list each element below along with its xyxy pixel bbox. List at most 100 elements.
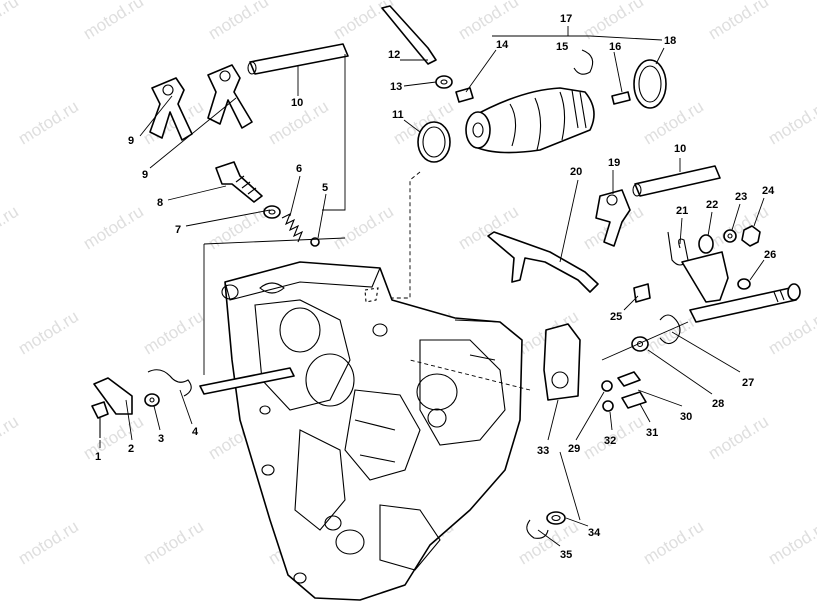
washer-23 <box>723 229 737 243</box>
watermark-text: motod.ru <box>15 97 82 149</box>
callout-13: 13 <box>390 81 402 93</box>
watermark-text: motod.ru <box>765 97 817 149</box>
washer-29 <box>601 380 613 392</box>
callout-22: 22 <box>706 199 718 211</box>
ball-5 <box>310 237 320 247</box>
spring-27 <box>659 314 681 345</box>
watermark-text: motod.ru <box>0 0 22 43</box>
washer-32 <box>602 400 614 412</box>
watermark-text: motod.ru <box>15 307 82 359</box>
callout-30: 30 <box>680 411 692 423</box>
watermark-text: motod.ru <box>765 517 817 569</box>
callout-labels: 1 2 3 4 5 6 7 8 9 9 10 10 11 12 13 14 15… <box>95 13 776 561</box>
callout-18: 18 <box>664 35 676 47</box>
shift-shaft-plate <box>681 251 729 303</box>
spring-6 <box>281 212 304 243</box>
callout-7: 7 <box>175 224 181 236</box>
nut-13 <box>435 75 453 89</box>
bushing-22 <box>698 234 714 254</box>
callout-21: 21 <box>676 205 688 217</box>
callout-26: 26 <box>764 249 776 261</box>
callout-24: 24 <box>762 185 775 197</box>
callout-12: 12 <box>388 49 400 61</box>
watermark-text: motod.ru <box>80 0 147 43</box>
callout-34: 34 <box>588 527 601 539</box>
shift-shaft <box>689 283 801 323</box>
pin-14 <box>455 87 474 103</box>
watermark-text: motod.ru <box>455 0 522 43</box>
watermark-text: motod.ru <box>205 202 272 254</box>
watermark-text: motod.ru <box>205 0 272 43</box>
watermark-text: motod.ru <box>80 202 147 254</box>
watermark-text: motod.ru <box>0 412 22 464</box>
spring-4 <box>147 369 192 397</box>
watermark-text: motod.ru <box>0 202 22 254</box>
shift-arm-33 <box>543 323 581 401</box>
callout-20: 20 <box>570 166 582 178</box>
callout-3: 3 <box>158 433 164 445</box>
washer-3 <box>144 393 160 407</box>
selector-rod-12 <box>381 5 437 65</box>
shift-fork-upper-right <box>207 64 253 129</box>
watermark-text: motod.ru <box>140 517 207 569</box>
spring-21 <box>667 231 689 266</box>
shift-lever-20 <box>487 231 599 293</box>
callout-5: 5 <box>322 182 328 194</box>
callout-17: 17 <box>560 13 572 25</box>
shift-drum <box>465 87 595 154</box>
callout-14: 14 <box>496 39 509 51</box>
callout-25: 25 <box>610 311 622 323</box>
bolt-8 <box>215 161 263 203</box>
plate-2 <box>93 377 133 415</box>
shift-shaft-rod <box>199 367 295 395</box>
bolt-31 <box>621 391 647 409</box>
ring-15 <box>573 49 594 75</box>
callout-27: 27 <box>742 377 754 389</box>
bolt-25 <box>633 283 651 303</box>
shift-fork-19 <box>595 189 631 247</box>
watermark-text: motod.ru <box>140 307 207 359</box>
callout-9b: 9 <box>142 169 148 181</box>
callout-31: 31 <box>646 427 658 439</box>
fork-shaft-right <box>632 165 721 197</box>
screw-1 <box>91 401 109 438</box>
watermark-text: motod.ru <box>765 307 817 359</box>
leader-lines <box>99 26 765 547</box>
washer-34 <box>546 511 566 525</box>
bolt-26 <box>737 278 751 290</box>
watermark-text: motod.ru <box>15 517 82 569</box>
bolt-30 <box>617 371 641 387</box>
shift-fork-upper-left <box>149 77 193 141</box>
fork-shaft-left <box>247 43 349 75</box>
callout-33: 33 <box>537 445 549 457</box>
callout-29: 29 <box>568 443 580 455</box>
circlip-35 <box>526 519 549 539</box>
callout-9a: 9 <box>128 135 134 147</box>
callout-35: 35 <box>560 549 572 561</box>
callout-8: 8 <box>157 197 163 209</box>
pin-16 <box>611 91 631 105</box>
callout-15: 15 <box>556 41 568 53</box>
watermark-text: motod.ru <box>330 202 397 254</box>
callout-4: 4 <box>192 426 199 438</box>
watermark-text: motod.ru <box>705 412 772 464</box>
callout-19: 19 <box>608 157 620 169</box>
watermark-text: motod.ru <box>80 412 147 464</box>
seal-11 <box>417 121 451 163</box>
callout-1: 1 <box>95 451 101 463</box>
callout-23: 23 <box>735 191 747 203</box>
callout-28: 28 <box>712 398 724 410</box>
watermark-text: motod.ru <box>705 0 772 43</box>
callout-16: 16 <box>609 41 621 53</box>
watermark-text: motod.ru <box>640 517 707 569</box>
washer-7 <box>263 205 281 219</box>
crankcase <box>221 261 523 601</box>
callout-32: 32 <box>604 435 616 447</box>
callout-2: 2 <box>128 443 134 455</box>
seal-18 <box>633 59 667 109</box>
callout-10b: 10 <box>674 143 686 155</box>
callout-11: 11 <box>392 109 404 121</box>
washer-28 <box>631 336 649 352</box>
